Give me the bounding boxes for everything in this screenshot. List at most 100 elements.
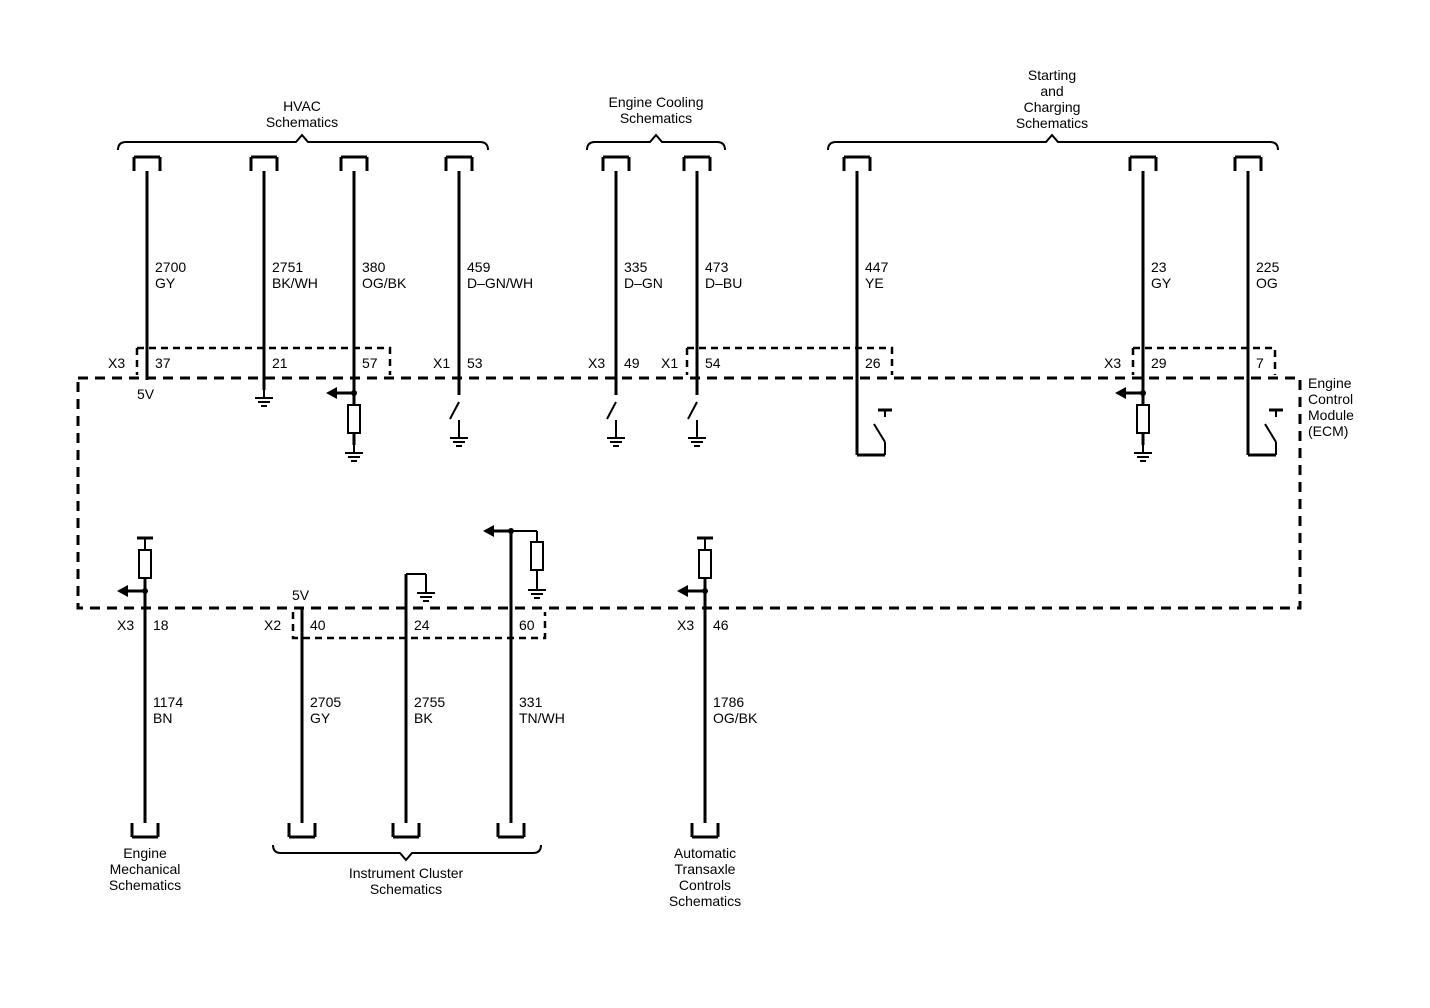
circuit-2705-gy[interactable]: 5V 2705 GY X2 40: [264, 587, 341, 839]
switch-icon: [606, 401, 617, 420]
arrow-icon: [1115, 387, 1126, 399]
engine-mechanical-schematics-group[interactable]: Engine Mechanical Schematics: [109, 845, 181, 893]
cluster-label-line-1: Instrument Cluster: [349, 865, 464, 881]
circuit-number: 225: [1256, 259, 1280, 275]
wire-color: OG/BK: [713, 710, 758, 726]
switch-icon: [1264, 423, 1277, 443]
pin-number: 18: [153, 617, 169, 633]
arrow-icon: [483, 525, 494, 537]
transaxle-label-line-2: Transaxle: [675, 861, 736, 877]
arrow-icon: [677, 585, 688, 597]
wire-color: BK: [414, 710, 433, 726]
connector-id: X3: [108, 355, 125, 371]
pin-number: 46: [713, 617, 729, 633]
ground-icon: [449, 429, 469, 447]
pin-number: 26: [865, 355, 881, 371]
circuit-number: 2705: [310, 694, 341, 710]
engine-mech-label-line-2: Mechanical: [110, 861, 181, 877]
switch-icon: [449, 401, 460, 420]
circuit-225-og[interactable]: 225 OG 7: [1233, 155, 1283, 457]
pin-number: 7: [1256, 355, 1264, 371]
instrument-cluster-schematics-group[interactable]: Instrument Cluster Schematics: [272, 844, 542, 897]
wire-color: GY: [155, 275, 176, 291]
circuit-473-dbu[interactable]: 473 D–BU X1 54: [661, 155, 742, 447]
circuit-number: 1174: [153, 694, 183, 710]
circuit-2751-bkwh[interactable]: 2751 BK/WH 21: [249, 155, 318, 407]
wire-color: D–GN: [624, 275, 663, 291]
voltage-label: 5V: [137, 386, 155, 402]
starting-brace: [827, 133, 1279, 151]
transaxle-label-line-3: Controls: [679, 877, 731, 893]
ground-icon: [687, 429, 707, 447]
switch-icon: [687, 401, 698, 420]
engine-mech-label-line-3: Schematics: [109, 877, 181, 893]
connector-box-x3-hvac: [135, 346, 392, 375]
transaxle-label-line-1: Automatic: [674, 845, 736, 861]
circuit-380-ogbk[interactable]: 380 OG/BK 57: [326, 155, 407, 462]
engine-mech-label-line-1: Engine: [123, 845, 167, 861]
starting-label-line-3: Charging: [1024, 99, 1081, 115]
connector-id: X3: [1104, 355, 1121, 371]
circuit-335-dgn[interactable]: 335 D–GN X3 49: [588, 155, 663, 447]
circuit-1786-ogbk[interactable]: 1786 OG/BK X3 46: [677, 536, 758, 839]
resistor-icon: [347, 404, 361, 434]
arrow-icon: [117, 585, 128, 597]
pin-number: 60: [519, 617, 535, 633]
circuit-1174-bn[interactable]: 1174 BN X3 18: [117, 536, 183, 839]
ground-icon: [606, 429, 626, 447]
wire-color: BK/WH: [272, 275, 318, 291]
resistor-icon: [138, 549, 152, 579]
circuit-number: 1786: [713, 694, 744, 710]
pin-number: 40: [310, 617, 326, 633]
circuit-2755-bk[interactable]: 2755 BK 24: [391, 573, 445, 839]
hvac-label-line-1: HVAC: [283, 98, 321, 114]
wire-color: GY: [1151, 275, 1172, 291]
circuit-number: 2700: [155, 259, 186, 275]
cooling-brace: [586, 133, 726, 151]
starting-charging-schematics-group[interactable]: Starting and Charging Schematics: [827, 67, 1279, 151]
wire-color: D–BU: [705, 275, 742, 291]
pin-number: 54: [705, 355, 721, 371]
transaxle-controls-schematics-group[interactable]: Automatic Transaxle Controls Schematics: [669, 845, 741, 909]
connector-id: X3: [677, 617, 694, 633]
wire-color: TN/WH: [519, 710, 565, 726]
circuit-number: 459: [467, 259, 491, 275]
circuit-2700-gy[interactable]: 2700 GY X3 37 5V: [108, 155, 186, 402]
wire-color: D–GN/WH: [467, 275, 533, 291]
connector-id: X3: [117, 617, 134, 633]
switch-icon: [873, 423, 886, 443]
connector-id: X2: [264, 617, 281, 633]
pin-number: 29: [1151, 355, 1167, 371]
starting-label-line-4: Schematics: [1016, 115, 1088, 131]
resistor-icon: [1136, 404, 1150, 434]
circuit-447-ye[interactable]: 447 YE 26: [842, 155, 892, 457]
circuit-23-gy[interactable]: 23 GY X3 29: [1104, 155, 1172, 462]
connector-box-x3-charging: [1131, 346, 1277, 375]
ground-icon: [1133, 444, 1153, 462]
circuit-331-tnwh[interactable]: 331 TN/WH 60: [483, 525, 565, 839]
circuit-number: 2755: [414, 694, 445, 710]
circuit-number: 2751: [272, 259, 303, 275]
circuit-number: 331: [519, 694, 543, 710]
ecm-label-line-2: Control: [1308, 391, 1353, 407]
arrow-icon: [326, 387, 337, 399]
connector-box-x1-cooling: [685, 346, 894, 375]
wire-color: OG/BK: [362, 275, 407, 291]
ecm-boundary: [76, 376, 1302, 610]
ecm-label-line-4: (ECM): [1308, 423, 1348, 439]
connector-id: X1: [661, 355, 678, 371]
cooling-label-line-1: Engine Cooling: [609, 94, 704, 110]
wire-color: GY: [310, 710, 331, 726]
pin-number: 57: [362, 355, 378, 371]
starting-label-line-2: and: [1040, 83, 1063, 99]
engine-cooling-schematics-group[interactable]: Engine Cooling Schematics: [586, 94, 726, 151]
resistor-icon: [530, 541, 544, 571]
ecm-label-line-3: Module: [1308, 407, 1354, 423]
connector-id: X1: [433, 355, 450, 371]
circuit-number: 23: [1151, 259, 1167, 275]
ground-icon: [344, 444, 364, 462]
circuit-459-dgnwh[interactable]: 459 D–GN/WH X1 53: [433, 155, 533, 447]
hvac-schematics-group[interactable]: HVAC Schematics: [117, 98, 489, 151]
wire-color: YE: [865, 275, 884, 291]
